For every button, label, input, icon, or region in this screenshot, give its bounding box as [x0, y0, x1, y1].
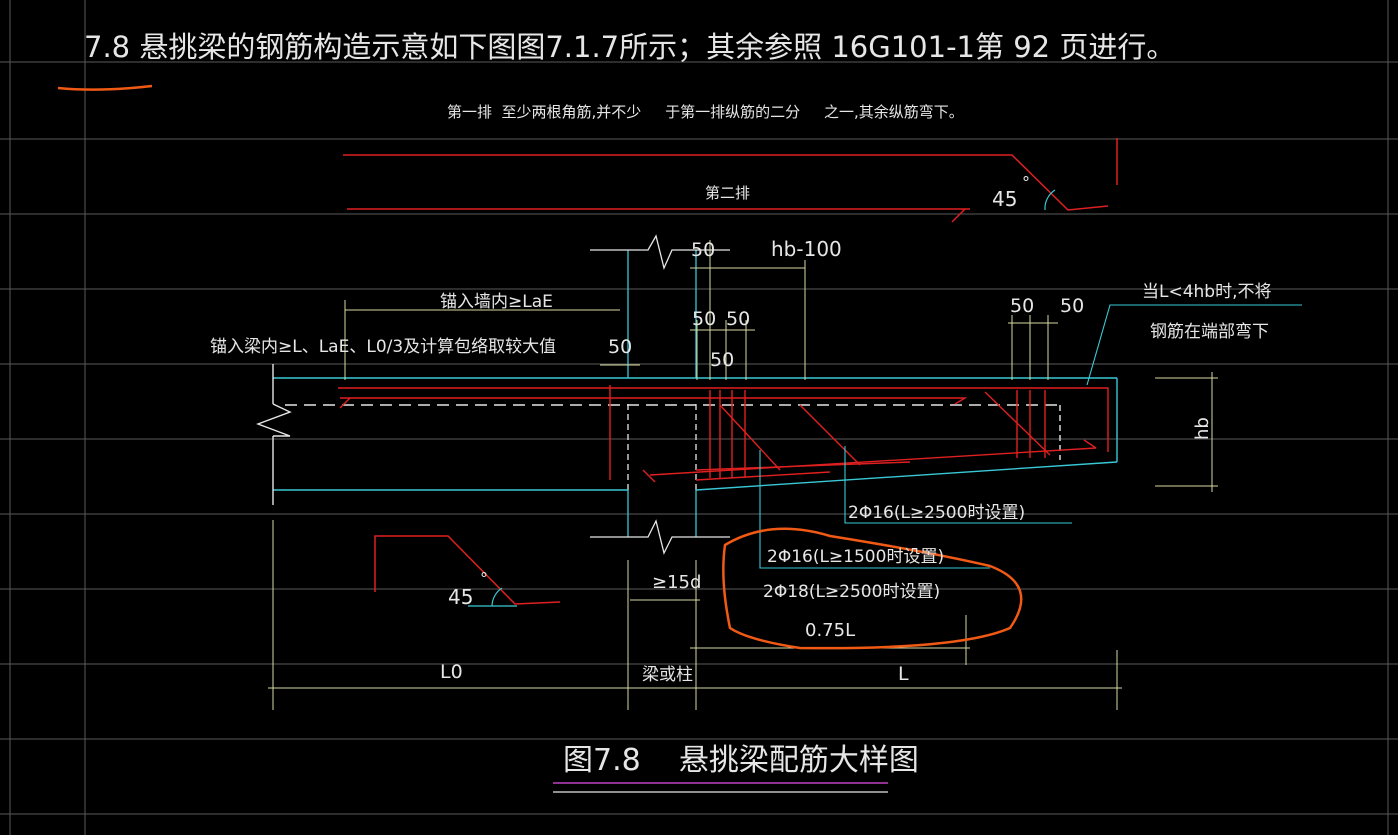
dim-50-top: 50	[691, 239, 715, 261]
beam-outline	[256, 364, 1118, 505]
note-end-1: 当L<4hb时,不将	[1142, 282, 1272, 302]
dim-50-mid-b: 50	[726, 308, 750, 330]
dim-50-right-a: 50	[1010, 295, 1034, 317]
angle-bottom-label: 45	[448, 585, 473, 609]
page-title: 7.8 悬挑梁的钢筋构造示意如下图图7.1.7所示；其余参照 16G101-1第…	[84, 30, 1175, 64]
title-underline-mark	[57, 84, 153, 91]
note-first-row: 第一排 至少两根角筋,并不少 于第一排纵筋的二分 之一,其余纵筋弯下。	[447, 103, 964, 121]
annotation-highlight	[722, 527, 1023, 650]
label-anchor-beam: 锚入梁内≥L、LaE、L0/3及计算包络取较大值	[210, 337, 556, 357]
dim-50-mid-a: 50	[692, 308, 716, 330]
dim-15d: ≥15d	[652, 572, 701, 593]
dim-50-mid-c: 50	[710, 349, 734, 371]
label-bar-3: 2Φ18(L≥2500时设置)	[763, 582, 940, 602]
dim-hb-100: hb-100	[771, 237, 842, 261]
dim-L0: L0	[440, 661, 463, 683]
angle-bottom-degree: °	[480, 569, 488, 588]
rebar-bend-detail-bottom	[374, 535, 561, 607]
dim-50-left: 50	[608, 336, 632, 358]
dim-075L: 0.75L	[805, 620, 855, 641]
rebar-bend-detail-top	[343, 138, 1118, 223]
label-support: 梁或柱	[642, 665, 693, 685]
note-second-row: 第二排	[705, 184, 750, 202]
figure-caption: 图7.8 悬挑梁配筋大样图	[563, 743, 919, 778]
note-end-2: 钢筋在端部弯下	[1150, 322, 1269, 342]
label-bar-1: 2Φ16(L≥2500时设置)	[848, 503, 1025, 523]
label-anchor-wall: 锚入墙内≥LaE	[440, 292, 553, 312]
dim-L: L	[898, 663, 909, 685]
support-column	[590, 234, 730, 555]
angle-top-degree: °	[1022, 173, 1030, 192]
label-bar-2: 2Φ16(L≥1500时设置)	[767, 547, 944, 567]
dim-50-right-b: 50	[1060, 295, 1084, 317]
beam-rebars	[338, 385, 1109, 483]
dim-hb: hb	[1192, 417, 1213, 440]
angle-top-label: 45	[992, 187, 1017, 211]
leader-lines	[759, 304, 1302, 569]
